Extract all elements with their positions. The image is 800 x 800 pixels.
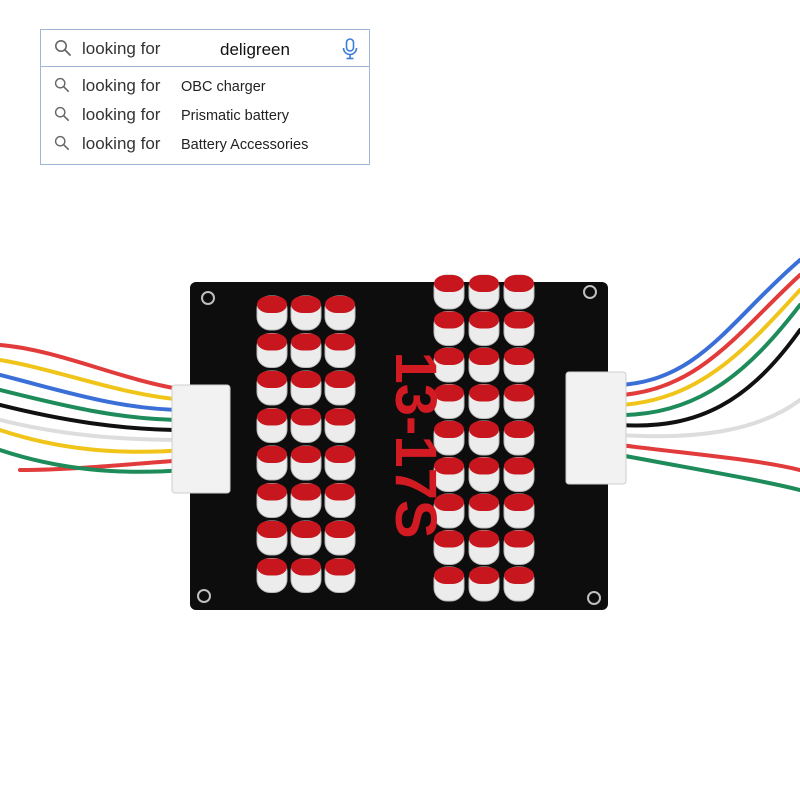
left-wires — [0, 343, 187, 474]
capacitor — [468, 457, 500, 492]
capacitor — [503, 384, 535, 419]
capacitor — [503, 457, 535, 492]
capacitor — [290, 483, 322, 518]
capacitor — [324, 370, 356, 406]
capacitor — [433, 566, 465, 602]
capacitor — [290, 408, 322, 443]
search-icon — [54, 135, 70, 151]
capacitor — [256, 558, 288, 593]
capacitor — [433, 493, 465, 529]
capacitor — [468, 311, 500, 346]
suggestion-text: Prismatic battery — [181, 108, 289, 124]
left-capacitor-grid — [256, 295, 356, 593]
suggestion-prefix: looking for — [82, 76, 161, 95]
capacitor — [290, 558, 322, 593]
capacitor — [324, 483, 356, 518]
mounting-holes — [197, 285, 601, 605]
capacitor — [256, 295, 288, 331]
capacitor — [433, 384, 465, 419]
capacitor — [256, 370, 288, 406]
capacitor — [290, 370, 322, 406]
capacitor — [503, 420, 535, 456]
capacitor — [324, 333, 356, 368]
suggestion-item[interactable]: looking for Prismatic battery — [41, 101, 369, 130]
capacitor — [290, 520, 322, 556]
capacitor — [468, 420, 500, 456]
capacitor — [290, 295, 322, 331]
suggestion-prefix: looking for — [82, 134, 161, 153]
suggestion-prefix: looking for — [82, 105, 161, 124]
capacitor — [433, 530, 465, 565]
capacitor — [256, 483, 288, 518]
capacitor — [433, 347, 465, 383]
suggestion-item[interactable]: looking for Battery Accessories — [41, 130, 369, 159]
search-bar[interactable]: looking for deligreen — [41, 30, 369, 67]
capacitor — [324, 445, 356, 481]
capacitor — [468, 347, 500, 383]
search-prefix: looking for — [82, 39, 161, 58]
capacitor — [290, 333, 322, 368]
capacitor — [468, 566, 500, 602]
capacitor — [503, 347, 535, 383]
capacitor — [468, 530, 500, 565]
suggestion-text: OBC charger — [181, 79, 266, 95]
capacitor — [256, 520, 288, 556]
microphone-icon[interactable] — [341, 38, 359, 60]
capacitor — [503, 493, 535, 529]
capacitor — [503, 274, 535, 310]
suggestion-item[interactable]: looking for OBC charger — [41, 72, 369, 101]
capacitor — [256, 408, 288, 443]
right-capacitor-grid — [433, 274, 535, 602]
capacitor — [324, 295, 356, 331]
capacitor — [468, 384, 500, 419]
search-icon — [54, 106, 70, 122]
capacitor — [256, 445, 288, 481]
capacitor — [433, 274, 465, 310]
capacitor — [503, 566, 535, 602]
capacitor — [468, 274, 500, 310]
right-connector — [565, 371, 627, 485]
capacitor — [468, 493, 500, 529]
right-wires — [618, 258, 800, 492]
capacitor — [256, 333, 288, 368]
capacitor — [324, 558, 356, 593]
capacitor — [290, 445, 322, 481]
product-image: 13-17S — [0, 258, 800, 610]
capacitor — [433, 311, 465, 346]
search-input[interactable]: deligreen — [220, 40, 290, 59]
search-icon — [54, 77, 70, 93]
board-label: 13-17S — [383, 351, 448, 538]
capacitor — [433, 457, 465, 492]
capacitor — [433, 420, 465, 456]
suggestion-text: Battery Accessories — [181, 137, 309, 153]
capacitor — [324, 520, 356, 556]
capacitor — [503, 530, 535, 565]
capacitor — [503, 311, 535, 346]
left-connector — [171, 384, 231, 494]
search-icon — [55, 40, 71, 56]
capacitor — [324, 408, 356, 443]
search-dropdown: looking for deligreen looking for OBC ch… — [40, 29, 370, 165]
